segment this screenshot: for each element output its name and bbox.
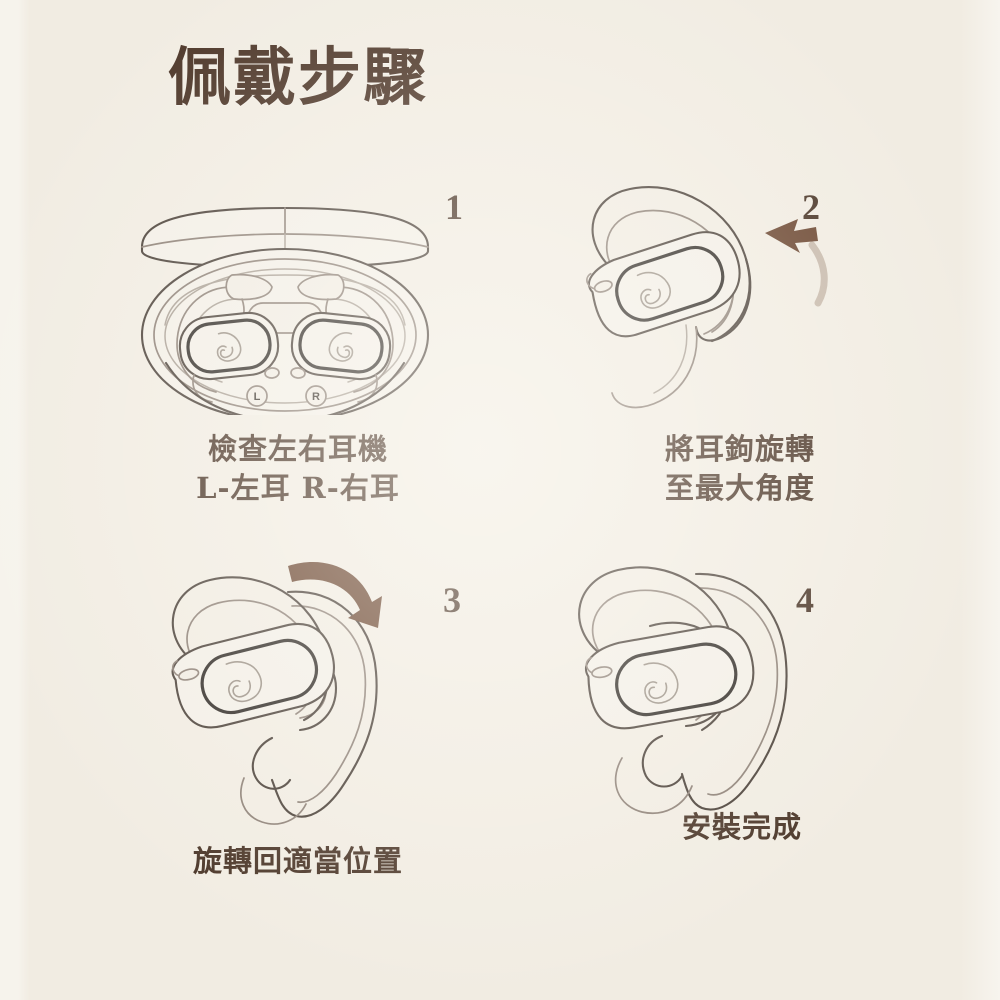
step-3-caption: 旋轉回適當位置 [108, 842, 488, 881]
channel-badge-right: R [305, 385, 327, 407]
badge-right-label: R [312, 391, 320, 403]
earbud-rotate-back-on-ear-illustration [171, 562, 382, 825]
step-3-number: 3 [443, 580, 461, 620]
step-4-caption-line-1: 安裝完成 [681, 810, 802, 844]
step-1-caption: 檢查左右耳機 L-左耳 R-右耳 [108, 430, 488, 508]
page-title: 佩戴步驟 [168, 40, 428, 114]
step-1-caption-line-1: 檢查左右耳機 [207, 432, 388, 466]
badge-left-label: L [254, 391, 261, 403]
earhook-rotate-illustration [586, 186, 828, 409]
earbud-left [176, 273, 280, 403]
step-3: 3 旋轉回適當位置 [120, 540, 500, 900]
step-2-caption: 將耳鉤旋轉 至最大角度 [570, 430, 910, 508]
charging-case-illustration: L R [140, 206, 430, 415]
step-2-caption-line-2: 至最大角度 [664, 471, 815, 506]
step-1-number: 1 [445, 187, 463, 227]
step-1: L R 1 檢查左右耳機 L-左耳 R-右耳 [120, 175, 500, 525]
step-4: 4 安裝完成 [550, 540, 890, 900]
rotation-arrow-icon [765, 219, 828, 307]
step-4-caption: 安裝完成 [572, 808, 912, 847]
rotation-arrow-icon [288, 562, 382, 628]
step-4-number: 4 [796, 580, 814, 620]
step-2-caption-line-1: 將耳鉤旋轉 [664, 432, 815, 466]
step-2: 2 將耳鉤旋轉 至最大角度 [550, 175, 890, 525]
channel-badge-left: L [246, 385, 268, 407]
step-2-number: 2 [802, 187, 820, 227]
step-3-caption-line-1: 旋轉回適當位置 [192, 844, 403, 878]
step-1-caption-line-2: L-左耳 R-右耳 [196, 471, 400, 506]
earbud-installed-complete-illustration [578, 566, 788, 814]
earbud-right [290, 273, 394, 403]
